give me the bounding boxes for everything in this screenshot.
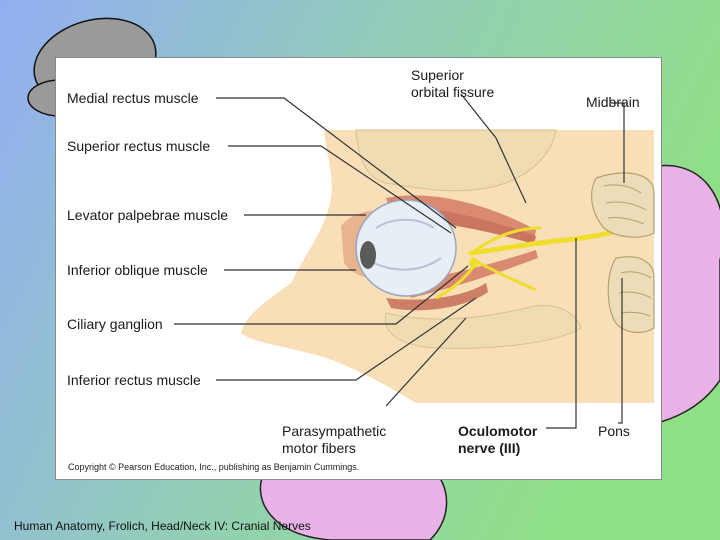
label-parasympathetic-1: Parasympathetic [282,423,387,439]
inferior-oblique-muscle [386,283,488,311]
pons-structure [607,256,655,334]
label-inferior-rectus: Inferior rectus muscle [67,372,201,388]
inferior-rectus-muscle [406,250,538,298]
label-midbrain: Midbrain [586,94,640,110]
leader-lines [174,93,625,429]
label-levator-palpebrae: Levator palpebrae muscle [67,207,229,223]
label-superior-rectus: Superior rectus muscle [67,138,211,154]
iris [360,241,376,269]
label-medial-rectus: Medial rectus muscle [67,90,199,106]
label-superior-orbital-fissure-1: Superior [411,67,464,83]
label-inferior-oblique: Inferior oblique muscle [67,262,208,278]
label-parasympathetic-2: motor fibers [282,440,356,456]
nerve-branch-superior [470,226,542,255]
oculomotor-nerve-illustration [174,93,655,429]
label-superior-orbital-fissure-2: orbital fissure [411,84,495,100]
slide-footer: Human Anatomy, Frolich, Head/Neck IV: Cr… [14,519,311,533]
label-ciliary-ganglion: Ciliary ganglion [67,316,163,332]
oculomotor-nerve [468,227,624,256]
orbital-roof-bone [355,129,557,192]
label-oculomotor-2: nerve (III) [458,440,521,456]
orbital-floor-bone [384,305,582,349]
anatomy-figure-panel: Medial rectus muscle Superior rectus mus… [55,57,662,480]
label-pons: Pons [598,423,630,439]
copyright-notice: Copyright © Pearson Education, Inc., pub… [68,462,360,472]
midbrain-structure [590,172,655,238]
label-oculomotor-1: Oculomotor [458,423,538,439]
ciliary-ganglion-node [469,258,479,268]
